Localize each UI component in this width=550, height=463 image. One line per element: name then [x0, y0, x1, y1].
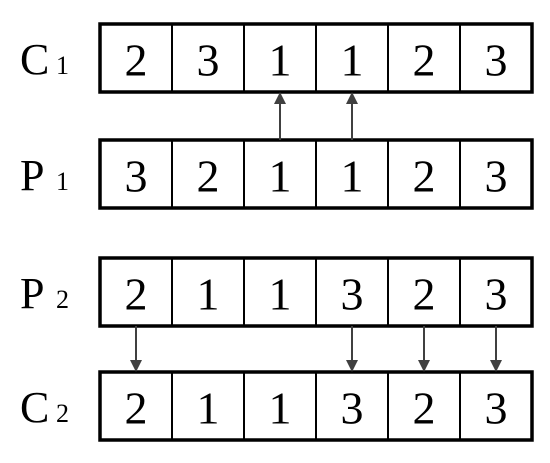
gene-cell [243, 257, 317, 327]
gene-value: 3 [485, 35, 508, 86]
gene-value: 2 [413, 35, 436, 86]
inheritance-arrows [130, 92, 502, 372]
arrow-head [130, 360, 142, 372]
inheritance-arrow [274, 92, 286, 140]
row-label-subscript: 1 [56, 167, 69, 196]
row-label: P [20, 269, 44, 318]
gene-cell [387, 257, 461, 327]
gene-value: 2 [125, 383, 148, 434]
gene-value: 2 [125, 35, 148, 86]
inheritance-arrow [418, 326, 430, 372]
row-frame [98, 22, 534, 94]
gene-value: 3 [341, 383, 364, 434]
row-frame [98, 256, 534, 328]
inheritance-arrow [346, 326, 358, 372]
gene-cell [171, 139, 245, 209]
gene-value: 1 [197, 269, 220, 320]
row-label-subscript: 1 [56, 51, 69, 80]
arrow-head [346, 92, 358, 104]
gene-value: 1 [269, 151, 292, 202]
inheritance-arrow [130, 326, 142, 372]
gene-value: 1 [197, 383, 220, 434]
arrow-head [418, 360, 430, 372]
inheritance-arrow [490, 326, 502, 372]
gene-cell [459, 371, 533, 441]
row-label-subscript: 2 [56, 399, 69, 428]
gene-value: 3 [341, 269, 364, 320]
gene-value: 2 [413, 151, 436, 202]
gene-value: 1 [269, 269, 292, 320]
row-label: C [20, 35, 49, 84]
inheritance-arrow [346, 92, 358, 140]
gene-value: 2 [197, 151, 220, 202]
gene-value: 2 [413, 383, 436, 434]
gene-value: 1 [341, 151, 364, 202]
gene-value: 1 [269, 383, 292, 434]
gene-cell [387, 139, 461, 209]
gene-cell [99, 371, 173, 441]
gene-value: 2 [413, 269, 436, 320]
gene-value: 1 [269, 35, 292, 86]
gene-value: 1 [341, 35, 364, 86]
gene-cell [315, 371, 389, 441]
gene-cell [459, 23, 533, 93]
arrow-head [274, 92, 286, 104]
gene-cell [171, 23, 245, 93]
row-label-subscript: 2 [56, 285, 69, 314]
gene-value: 3 [485, 151, 508, 202]
gene-value: 3 [197, 35, 220, 86]
gene-value: 3 [125, 151, 148, 202]
arrow-head [346, 360, 358, 372]
gene-cell [459, 257, 533, 327]
arrow-head [490, 360, 502, 372]
row-label: C [20, 383, 49, 432]
gene-value: 3 [485, 383, 508, 434]
gene-cell [459, 139, 533, 209]
row-frame [98, 370, 534, 442]
row-label: P [20, 151, 44, 200]
row-frame [98, 138, 534, 210]
gene-cell [243, 139, 317, 209]
gene-value: 3 [485, 269, 508, 320]
gene-value: 2 [125, 269, 148, 320]
